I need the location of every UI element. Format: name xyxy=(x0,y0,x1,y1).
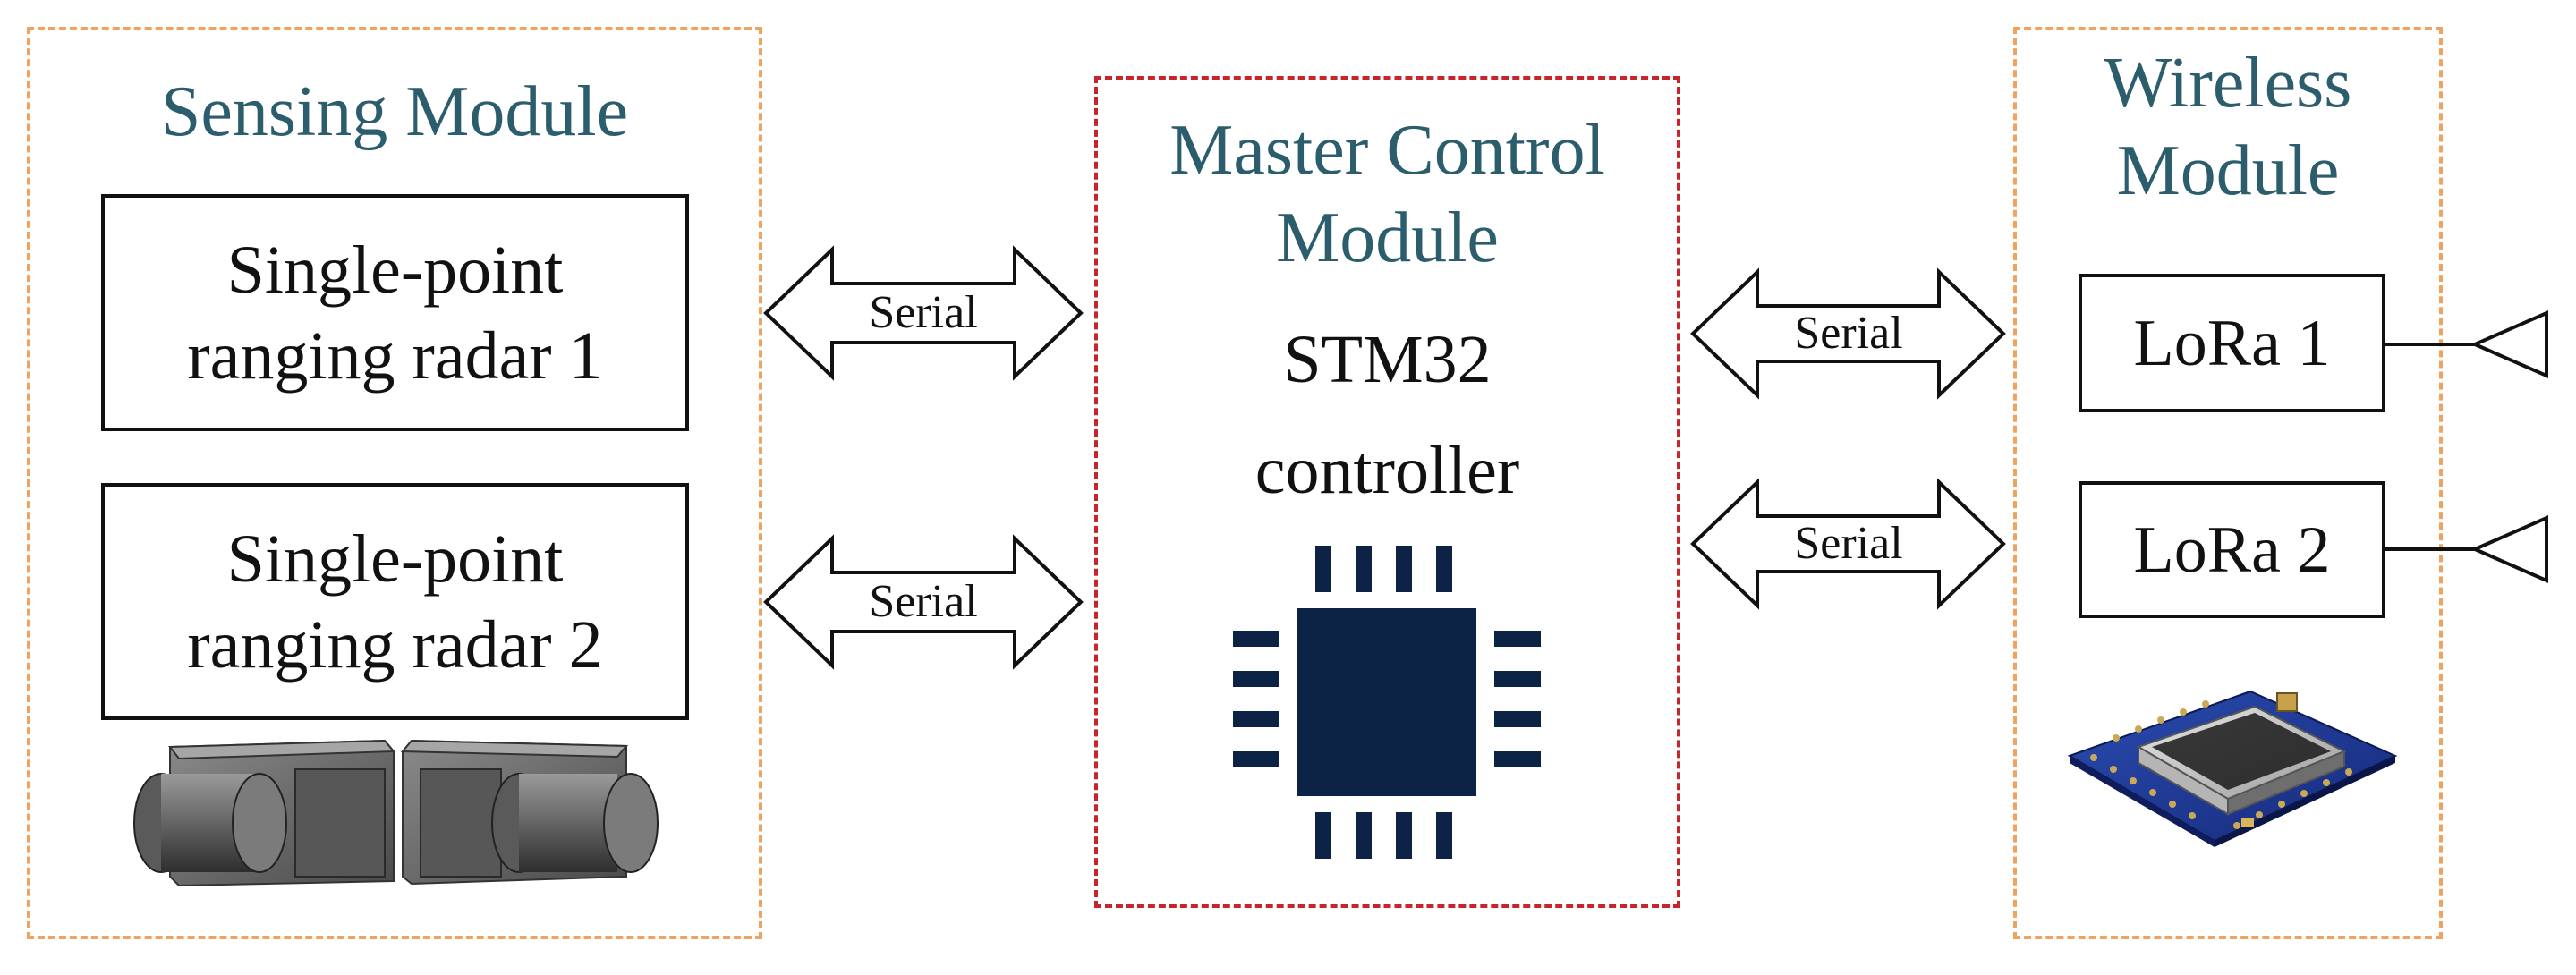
serial-arrow-3 xyxy=(1690,267,2006,400)
serial-arrow-1 xyxy=(763,245,1084,381)
radar-sensor-left xyxy=(133,739,396,887)
controller-label: STM32 controller xyxy=(1094,304,1680,526)
sensing-module: Sensing Module xyxy=(27,27,762,939)
radar-sensor-right xyxy=(400,739,659,886)
lora-2-label: LoRa 2 xyxy=(2133,513,2331,587)
serial-arrow-3-label: Serial xyxy=(1794,308,1903,359)
radar-sensor-image xyxy=(133,739,659,887)
wireless-module-title-line2: Module xyxy=(2116,131,2340,210)
serial-arrow-2-label: Serial xyxy=(869,576,978,627)
lora-1-label: LoRa 1 xyxy=(2133,306,2331,380)
radar-2-label-line1: Single-point xyxy=(226,521,564,597)
wireless-module: Wireless Module xyxy=(2013,27,2443,939)
controller-label-line1: STM32 xyxy=(1283,322,1492,397)
lora-board-image xyxy=(2067,690,2398,847)
radar-2-label-line2: ranging radar 2 xyxy=(187,606,603,682)
lora-1-box: LoRa 1 xyxy=(2079,274,2385,412)
microcontroller-chip-icon xyxy=(1233,546,1541,859)
controller-label-line2: controller xyxy=(1254,433,1520,508)
antenna-1-icon xyxy=(2385,309,2548,379)
lora-2-box: LoRa 2 xyxy=(2079,481,2385,618)
master-module-title-line1: Master Control xyxy=(1169,111,1605,190)
wireless-module-title-line1: Wireless xyxy=(2104,44,2352,123)
master-module-title-line2: Module xyxy=(1276,199,1499,277)
serial-arrow-4 xyxy=(1690,478,2006,610)
radar-1-box: Single-point ranging radar 1 xyxy=(101,194,689,431)
sensing-module-title: Sensing Module xyxy=(160,72,629,151)
radar-1-label-line1: Single-point xyxy=(226,232,564,308)
master-module-title: Master Control Module xyxy=(1098,106,1677,282)
antenna-2-icon xyxy=(2385,514,2548,584)
serial-arrow-1-label: Serial xyxy=(869,287,978,338)
radar-1-label-line2: ranging radar 1 xyxy=(187,318,603,394)
radar-2-label: Single-point ranging radar 2 xyxy=(187,516,602,688)
serial-arrow-2 xyxy=(763,534,1084,670)
serial-arrow-4-label: Serial xyxy=(1794,518,1903,569)
master-control-module: Master Control Module xyxy=(1094,76,1680,908)
wireless-module-title: Wireless Module xyxy=(2017,39,2439,215)
radar-2-box: Single-point ranging radar 2 xyxy=(101,483,689,720)
radar-1-label: Single-point ranging radar 1 xyxy=(187,227,602,399)
